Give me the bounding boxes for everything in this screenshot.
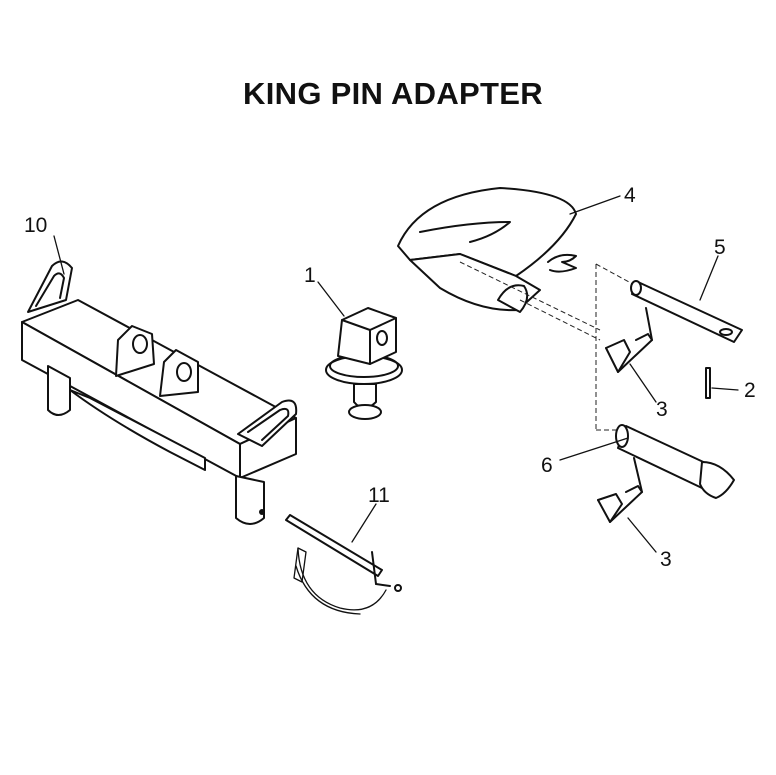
leader-line-3-lower: [627, 517, 657, 553]
callout-3-upper: 3: [656, 398, 668, 421]
page-title: KING PIN ADAPTER: [243, 76, 543, 111]
part-3-spring-clip-lower: [597, 457, 643, 523]
callout-10: 10: [24, 214, 47, 237]
callout-11: 11: [368, 484, 390, 507]
part-2-cotter-pin: [705, 367, 711, 399]
callout-6: 6: [541, 454, 553, 477]
part-1-king-pin: [325, 307, 403, 420]
callout-3-lower: 3: [660, 548, 672, 571]
part-4-fifth-wheel-plate: [397, 187, 601, 341]
leader-line-11: [351, 503, 377, 543]
leader-line-1: [317, 281, 345, 317]
leader-line-10: [53, 235, 65, 275]
callout-1: 1: [304, 264, 316, 287]
callout-5: 5: [714, 236, 726, 259]
part-5-pin: [630, 280, 743, 343]
leader-line-3-upper: [629, 363, 657, 403]
leader-line-4: [569, 195, 621, 215]
callout-2: 2: [744, 379, 756, 402]
part-3-spring-clip-upper: [605, 307, 653, 373]
leader-line-5: [699, 255, 719, 301]
part-10-carrier-beam: [21, 260, 298, 525]
callout-4: 4: [624, 184, 636, 207]
part-11-lanyard-pin: [285, 514, 402, 615]
leader-line-2: [711, 387, 739, 391]
leader-line-6: [559, 437, 629, 461]
